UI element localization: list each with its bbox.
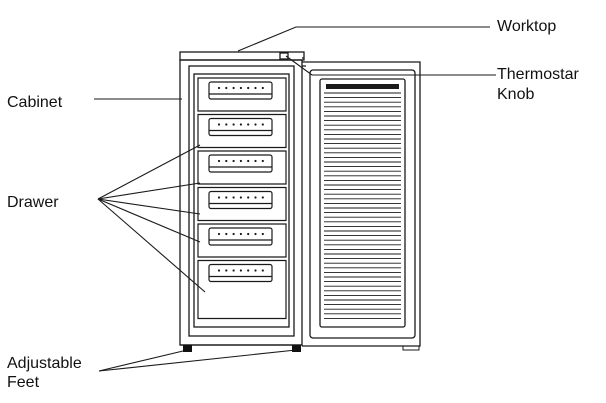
cabinet-inner [188,65,295,337]
door-foot [402,345,420,351]
drawer-handle[interactable] [208,227,273,246]
drawer-label: Drawer [7,194,59,211]
drawers [197,77,287,320]
drawer[interactable] [197,113,287,149]
drawer-leader-5 [97,198,206,293]
drawer-leader-1 [97,144,201,200]
drawer[interactable] [197,150,287,185]
foot-left [183,345,192,352]
thermostat-leader [285,55,496,76]
drawer-handle[interactable] [208,190,273,210]
door-outer [302,61,421,347]
foot-right [292,345,301,352]
door-ribs [324,84,401,319]
drawer[interactable] [197,259,287,320]
feet-leader-left [98,350,184,372]
drawer-handle[interactable] [208,154,273,173]
drawer[interactable] [197,186,287,222]
drawer-frame [193,73,290,328]
door-gasket [309,69,416,339]
drawer-handle[interactable] [208,263,273,283]
worktop-label: Worktop [497,18,557,35]
drawer[interactable] [197,77,287,112]
drawer-leader-2 [97,182,201,200]
drawer-handle[interactable] [208,81,273,100]
drawer-leader-3 [97,198,201,215]
cabinet-label: Cabinet [7,94,63,111]
worktop-leader [237,26,490,52]
door-panel [319,78,406,328]
thermostat-label-line2: Knob [497,86,535,103]
drawer-handle[interactable] [208,117,273,137]
drawer[interactable] [197,223,287,258]
feet-label-line1: Adjustable [7,355,82,372]
door-top-grille [326,84,399,89]
leader-lines [94,26,496,372]
thermostat-knob-shape [279,52,289,60]
feet-leader-right [98,349,297,372]
feet-label-line2: Feet [7,374,40,391]
thermostat-label-line1: Thermostar [497,66,579,83]
drawer-leader-4 [97,198,201,243]
